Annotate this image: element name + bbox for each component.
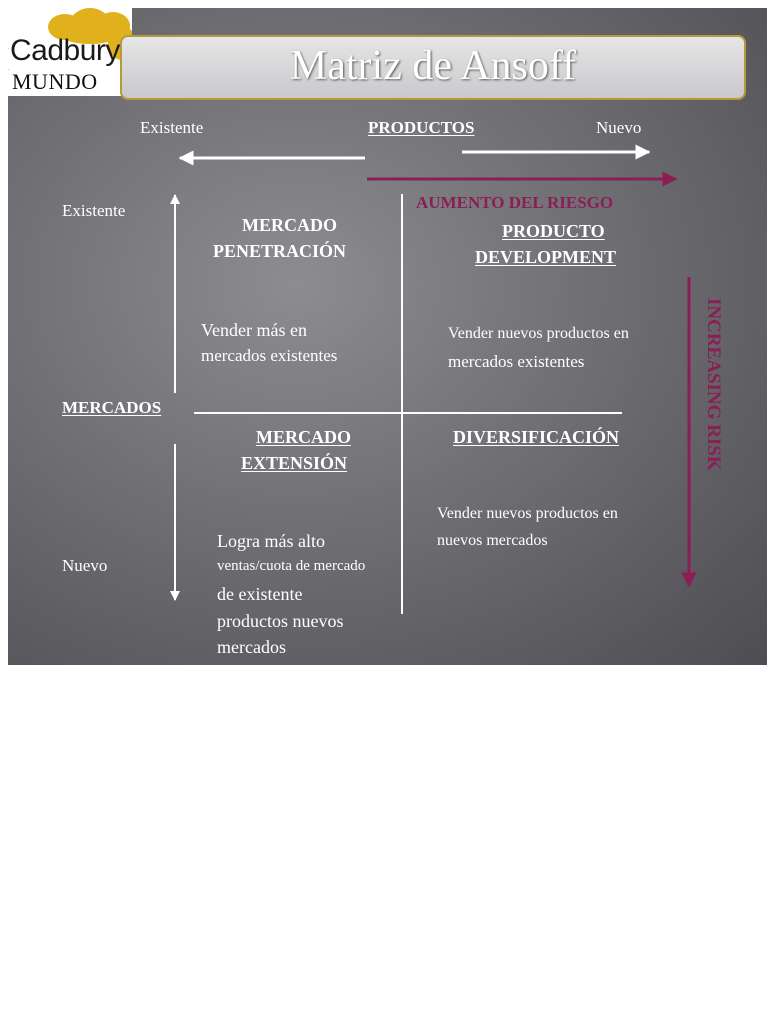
q-penetracion-desc-2: mercados existentes xyxy=(201,346,338,365)
q-development-title-1: PRODUCTO xyxy=(502,221,605,241)
markets-nuevo-label: Nuevo xyxy=(62,556,108,575)
q-diversificacion-desc-2: nuevos mercados xyxy=(437,532,548,549)
q-diversificacion-desc-1: Vender nuevos productos en xyxy=(437,505,618,522)
slide-title: Matriz de Ansoff xyxy=(289,43,577,89)
q-extension-desc-3: de existente xyxy=(217,584,303,604)
slide: Cadbury MUNDO Matriz de Ansoff Existente… xyxy=(8,8,767,665)
markets-existente-label: Existente xyxy=(62,201,126,220)
q-penetracion-desc-1: Vender más en xyxy=(201,320,307,340)
q-penetracion-title-1: MERCADO xyxy=(242,215,337,235)
q-extension-desc-4: productos nuevos xyxy=(217,611,344,631)
q-extension-title-1: MERCADO xyxy=(256,427,351,447)
risk-label-horizontal: AUMENTO DEL RIESGO xyxy=(416,193,614,212)
q-development-desc-2: mercados existentes xyxy=(448,352,585,371)
q-extension-title-2: EXTENSIÓN xyxy=(241,453,348,473)
q-extension-desc-1: Logra más alto xyxy=(217,531,325,551)
q-development-desc-1: Vender nuevos productos en xyxy=(448,325,629,342)
q-extension-desc-5: mercados xyxy=(217,637,286,657)
title-bar: Matriz de Ansoff xyxy=(120,35,746,100)
products-nuevo-label: Nuevo xyxy=(596,118,642,137)
q-penetracion-title-2: PENETRACIÓN xyxy=(213,241,347,261)
logo-text-mundo: MUNDO xyxy=(12,69,98,94)
cadbury-logo: Cadbury MUNDO xyxy=(8,8,132,96)
logo-text-cadbury: Cadbury xyxy=(10,34,120,67)
markets-axis-title: MERCADOS xyxy=(62,398,162,417)
products-axis-title: PRODUCTOS xyxy=(368,118,475,137)
q-development-title-2: DEVELOPMENT xyxy=(475,247,617,267)
risk-label-vertical: INCREASING RISK xyxy=(703,298,724,471)
q-diversificacion-title: DIVERSIFICACIÓN xyxy=(453,427,620,447)
matrix-diagram xyxy=(170,144,697,614)
products-existente-label: Existente xyxy=(140,118,204,137)
q-extension-desc-2: ventas/cuota de mercado xyxy=(217,558,366,574)
